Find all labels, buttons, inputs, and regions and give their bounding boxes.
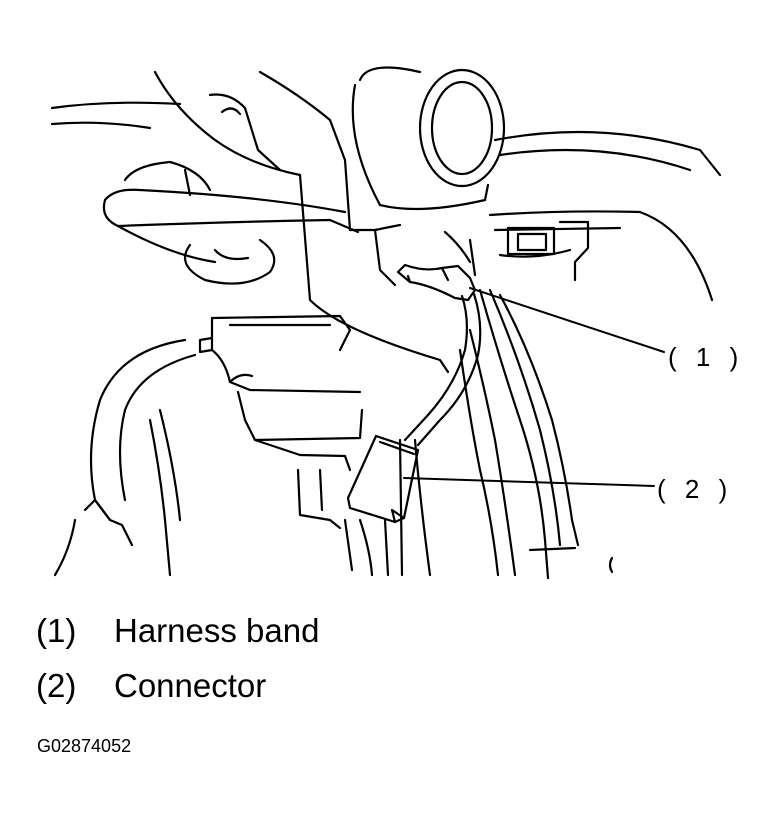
legend-item: (1) Harness band xyxy=(36,612,319,650)
legend-text: Connector xyxy=(114,667,267,704)
round-shaft-boot xyxy=(353,68,504,210)
horizontal-hose xyxy=(104,162,358,262)
upper-body-structure xyxy=(52,72,345,175)
legend-number: (1) xyxy=(36,612,77,649)
central-column xyxy=(298,160,475,528)
legend-number: (2) xyxy=(36,667,77,704)
right-side-panels xyxy=(490,132,720,300)
wiring-harness-bundle xyxy=(345,290,612,578)
harness-band xyxy=(398,265,475,300)
legend-item: (2) Connector xyxy=(36,667,266,705)
left-round-component xyxy=(185,240,274,284)
figure-id: G02874052 xyxy=(37,736,132,756)
connector xyxy=(348,436,418,522)
callout-label-1: ( 1 ) xyxy=(668,342,745,372)
lower-left-hoses xyxy=(55,340,195,575)
leader-lines xyxy=(404,288,664,486)
bracket-body xyxy=(200,316,362,470)
connector-wires xyxy=(405,294,480,445)
harness-connector-illustration xyxy=(0,0,759,600)
legend-text: Harness band xyxy=(114,612,320,649)
callout-label-2: ( 2 ) xyxy=(657,474,734,504)
